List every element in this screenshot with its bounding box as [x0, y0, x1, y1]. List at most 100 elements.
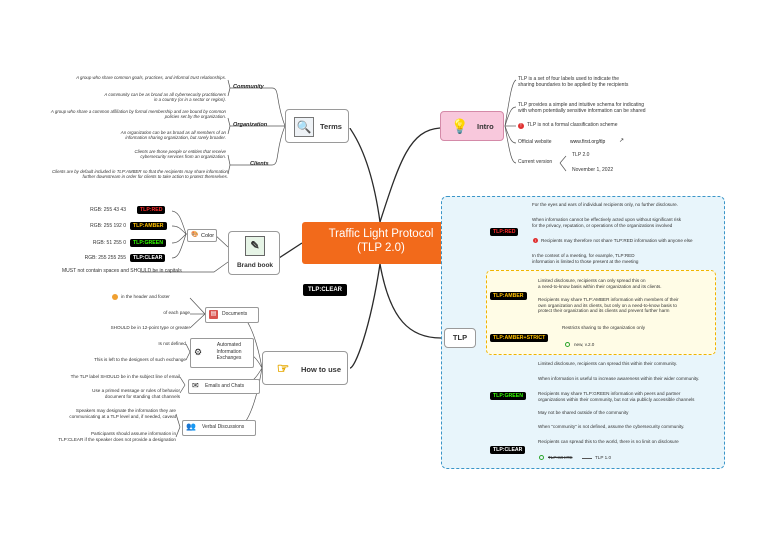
website-link[interactable]: www.first.org/tlp [570, 139, 606, 145]
version-value: TLP 2.0 [572, 152, 590, 158]
red-item-2: When information cannot be effectively a… [532, 217, 681, 228]
amber-item-1b: a need-to-know basis within their organi… [538, 283, 662, 289]
red-item-4: In the context of a meeting, for example… [532, 253, 638, 264]
pointer-hand-icon: ☞ [276, 360, 290, 376]
intro-para-2b: with whom potentially sensitive informat… [518, 108, 646, 114]
tlp-label: TLP [452, 333, 468, 342]
how-to-use-label: How to use [301, 365, 342, 374]
red-item-2b: for the privacy, reputation, or operatio… [532, 222, 673, 228]
envelope-icon: ✉ [192, 381, 199, 390]
tlp-green-tag[interactable]: TLP:GREEN [490, 392, 526, 400]
central-topic-title-line2: (TLP 2.0) [357, 242, 405, 254]
emails-label: Emails and Chats [205, 382, 245, 389]
documents-item-1: in the header and footer [121, 294, 170, 299]
organization-desc: A group who share a common affiliation b… [50, 109, 226, 120]
verbal-item-2: communicating at a TLP level and, if nee… [69, 414, 176, 419]
intro-para-1: TLP is a set of four labels used to indi… [518, 76, 628, 88]
red-item-4a: In the context of a meeting, for example… [532, 253, 635, 258]
emails-item-3: document for standing chat channels [104, 394, 180, 399]
amber-strict-item-1: Restricts sharing to the organization on… [562, 325, 645, 330]
verbal-item-3: Participants should assume information i… [90, 431, 176, 436]
legacy-marker-icon [539, 455, 544, 460]
red-item-3: Recipients may therefore not share TLP:R… [541, 238, 693, 243]
version-date: November 1, 2022 [572, 167, 614, 173]
new-marker-icon [565, 342, 570, 347]
palette-icon: ✎ [245, 236, 265, 256]
community-note: A community can be as broad as all cyber… [104, 92, 226, 103]
terms-topic[interactable]: 🔍 Terms [285, 109, 349, 143]
website-label: Official website [518, 139, 552, 145]
external-link-icon[interactable]: ↗ [619, 138, 625, 144]
rgb-clear: RGB: 255 255 255 [84, 255, 126, 261]
clients-label[interactable]: Clients [250, 161, 269, 167]
document-icon: ▤ [209, 310, 218, 319]
document-search-icon: 🔍 [294, 117, 314, 137]
center-clear-badge: TLP:CLEAR [303, 284, 347, 296]
paint-brush-icon: 🎨 [191, 232, 199, 238]
tlp-topic[interactable]: TLP [444, 328, 476, 348]
tlp-green-swatch: TLP:GREEN [130, 239, 166, 247]
documents-label: Documents [222, 311, 248, 317]
warning-icon: ! [518, 123, 524, 129]
central-topic-title-line1: Traffic Light Protocol [328, 228, 434, 240]
amber-item-2c: protect their organization and its clien… [538, 308, 670, 314]
color-node[interactable]: 🎨 Color [187, 229, 217, 242]
community-label[interactable]: Community [233, 84, 264, 90]
terms-label: Terms [320, 122, 342, 131]
tlp-amber-tag[interactable]: TLP:AMBER [490, 292, 527, 300]
intro-topic[interactable]: 💡 Intro [440, 111, 504, 141]
amber-item-2b: own organization and its clients, but on… [538, 302, 677, 308]
red-item-4b: information is limited to those present … [532, 258, 639, 264]
community-desc: A group who share common goals, practice… [76, 75, 226, 80]
tlp-amber-swatch: TLP:AMBER [130, 222, 167, 230]
intro-para-1b: sharing boundaries to be applied by the … [518, 82, 629, 88]
clients-desc: Clients are those people or entities tha… [134, 149, 226, 160]
red-item-1: For the eyes and ears of individual reci… [532, 202, 678, 207]
emails-item-2: Use a primed message or rules of behavio… [92, 388, 180, 393]
green-item-2: When information is useful to increase a… [538, 376, 700, 381]
organization-label[interactable]: Organization [233, 122, 268, 128]
green-item-5: When "community" is not defined, assume … [538, 424, 685, 429]
emails-chats-node[interactable]: ✉ Emails and Chats [188, 379, 260, 394]
lightbulb-icon: 💡 [451, 118, 469, 134]
red-warning-icon: ! [533, 238, 538, 243]
tlp-red-tag[interactable]: TLP:RED [490, 228, 519, 236]
verbal-discussions-node[interactable]: 👥 Verbal Discussions [182, 420, 256, 436]
green-item-3: Recipients may share TLP:GREEN informati… [538, 391, 694, 402]
verbal-item-1: Speakers may designate the information t… [75, 408, 176, 413]
green-item-1: Limited disclosure, recipients can sprea… [538, 361, 678, 366]
clear-old-version: TLP 1.0 [595, 455, 612, 460]
info-bullet-icon [112, 294, 118, 300]
green-item-4: May not be shared outside of the communi… [538, 410, 629, 415]
tlp-clear-tag[interactable]: TLP:CLEAR [490, 446, 526, 454]
intro-label: Intro [477, 122, 494, 131]
exchange-icon: ⚙ [194, 347, 203, 357]
amber-item-1a: Limited disclosure, recipients can only … [538, 278, 646, 283]
rgb-amber: RGB: 255 192 0 [90, 223, 126, 229]
verbal-item-4: TLP:CLEAR if the speaker does not provid… [58, 437, 176, 442]
automated-label-3: Exchanges [216, 355, 242, 361]
central-topic[interactable]: Traffic Light Protocol (TLP 2.0) [302, 222, 460, 264]
amber-item-2: Recipients may share TLP:AMBER informati… [538, 297, 679, 314]
rgb-green: RGB: 51 255 0 [92, 240, 126, 246]
emails-item-1: The TLP label SHOULD be in the subject l… [70, 374, 180, 379]
clients-note: Clients are by default included in TLP:A… [52, 169, 228, 180]
tlp-clear-swatch: TLP:CLEAR [130, 254, 166, 262]
organization-note: An organization can be as broad as all m… [120, 130, 226, 141]
documents-item-3: SHOULD be in 12-point type or greater [110, 325, 190, 330]
how-to-use-topic[interactable]: ☞ How to use [262, 351, 348, 385]
intro-para-2: TLP provides a simple and intuitive sche… [518, 102, 646, 114]
legacy-connector [582, 458, 592, 459]
tlp-amber-strict-tag[interactable]: TLP:AMBER+STRICT [490, 334, 549, 342]
documents-node[interactable]: ▤ Documents [205, 307, 259, 323]
intro-warning: TLP is not a formal classification schem… [527, 122, 618, 128]
green-item-3b: organizations within their community, bu… [538, 396, 695, 402]
clear-old-name: TLP:WHITE [548, 455, 573, 460]
automated-item-1: Is not defined [158, 341, 186, 346]
brand-book-topic[interactable]: ✎ Brand book [228, 231, 280, 275]
intro-para-1a: TLP is a set of four labels used to indi… [518, 76, 620, 82]
automated-exchanges-node[interactable]: ⚙ Automated Information Exchanges [190, 338, 254, 368]
green-item-3a: Recipients may share TLP:GREEN informati… [538, 391, 681, 396]
clear-item-1: Recipients can spread this to the world,… [538, 439, 679, 444]
tlp-red-swatch: TLP:RED [137, 206, 166, 214]
